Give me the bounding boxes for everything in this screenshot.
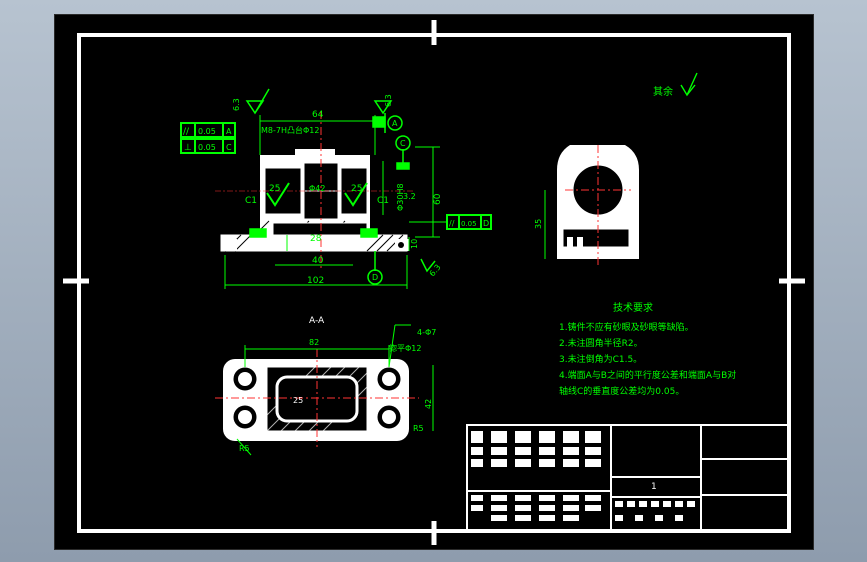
roughness-symbols [245,88,436,273]
gdt-parallel-frame: // 0.05 A [180,122,236,138]
dim-bore: Φ42 [309,184,325,193]
roughness-bottom-right: 6.3 [428,263,443,279]
gdt-perp-frame: ⊥ 0.05 C [180,138,236,154]
dim-pocket-right: 25 [351,184,362,194]
section-dim-spacing: 82 [309,338,319,347]
tech-item-1: 1.铸件不应有砂眼及砂眼等缺陷。 [559,321,694,333]
datum-d: D [372,273,378,282]
datum-markers [249,113,411,285]
gdt-right-symbol: // [449,219,455,228]
section-counterbore-note: 锪平Φ12 [389,343,421,353]
surface-finish-note: 其余 [653,72,698,98]
roughness-left: 6.3 [232,98,241,111]
dim-bottom-inner: 40 [312,256,324,266]
section-dim-corner: R5 [239,444,250,453]
dim-pocket-left: 25 [269,184,280,194]
section-dim-radius: R5 [413,424,424,433]
title-block-cells [471,431,695,521]
side-dim-height: 35 [534,219,543,229]
section-dimensions [236,324,434,456]
front-view [215,111,413,271]
chamfer-left: C1 [245,196,257,206]
gdt-right-datum: D [483,219,489,228]
section-dim-inner: 25 [293,396,303,405]
drawing-sheet: 64 28 40 102 25 25 C1 C1 Φ42 3.2 60 Φ30H… [54,14,814,550]
tech-item-3: 3.未注倒角为C1.5。 [559,353,642,365]
gdt-parallel-symbol: // [183,127,190,137]
section-hole-note: 4-Φ7 [417,328,436,337]
tech-item-4: 4.端面A与B之间的平行度公差和端面A与B对 [559,369,736,381]
gdt-parallel-datum: A [226,127,232,136]
dim-slot: 28 [310,234,322,244]
gdt-right-frame: // 0.05 D [409,214,492,230]
gdt-perp-tol: 0.05 [198,143,216,152]
title-block-sheet-no: 1 [651,482,657,492]
tech-item-2: 2.未注圆角半径R2。 [559,337,643,349]
frame-center-marks [63,20,805,545]
thread-note: M8-7H凸台Φ12 [261,125,319,135]
chamfer-right: C1 [377,196,389,206]
section-view: A-A [215,316,419,447]
dim-bottom-total: 102 [307,276,324,286]
dim-top: 64 [312,110,324,120]
side-view: 35 [534,145,639,265]
section-label: A-A [309,316,325,326]
surface-finish-label: 其余 [653,85,673,98]
roughness-right: 3.2 [403,192,416,201]
title-block [466,424,790,532]
dim-step: 10 [410,239,419,249]
datum-c: C [400,139,406,148]
tech-title: 技术要求 [613,301,653,314]
tech-item-5: 轴线C的垂直度公差均为0.05。 [559,385,684,397]
section-dim-height: 42 [424,399,433,409]
gdt-perp-datum: C [226,143,232,152]
gdt-right-tol: 0.05 [461,220,477,228]
gdt-parallel-tol: 0.05 [198,127,216,136]
cad-drawing: 64 28 40 102 25 25 C1 C1 Φ42 3.2 60 Φ30H… [63,20,805,545]
dim-height-total: 60 [433,193,443,205]
drawing-frame [77,33,791,533]
dim-bore-h: Φ30H8 [396,183,405,211]
tech-requirements: 技术要求 1.铸件不应有砂眼及砂眼等缺陷。 2.未注圆角半径R2。 3.未注倒角… [559,301,736,397]
gdt-perp-symbol: ⊥ [184,143,192,153]
datum-a: A [392,119,398,128]
